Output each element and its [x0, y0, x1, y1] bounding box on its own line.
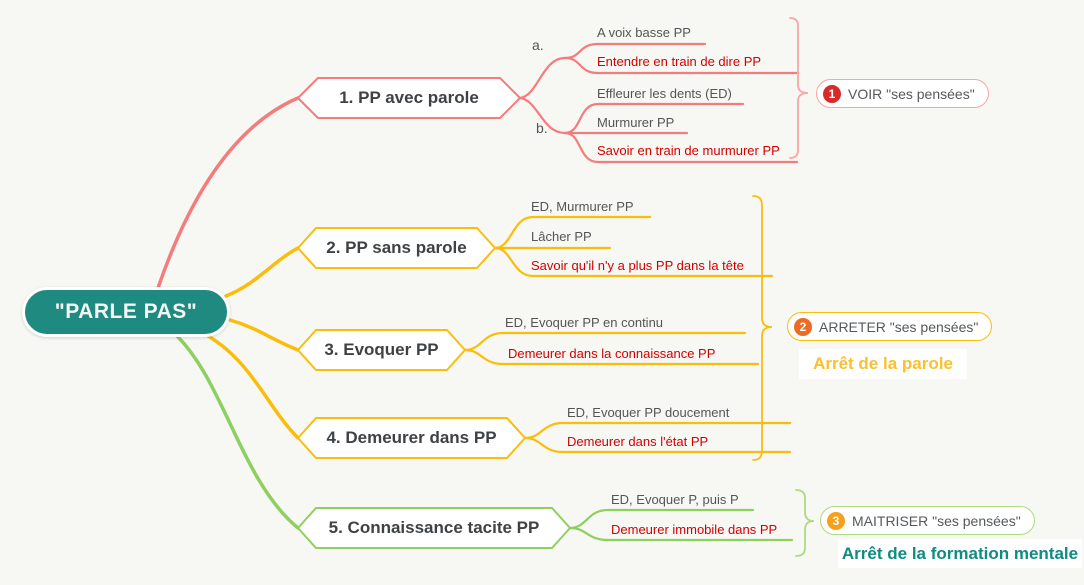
branch5-node[interactable]: 5. Connaissance tacite PP: [298, 508, 570, 548]
topic-node-shapes: [297, 77, 571, 549]
branch1-node-label: 1. PP avec parole: [339, 88, 479, 107]
leaf-demeurer-etat[interactable]: Demeurer dans l'état PP: [567, 434, 709, 449]
connector-root-branch3: [228, 318, 300, 352]
summary1-badge-icon: 1: [823, 84, 841, 103]
leaf-demeurer-connaissance[interactable]: Demeurer dans la connaissance PP: [508, 346, 716, 361]
root-node[interactable]: "PARLE PAS": [22, 287, 230, 337]
underline-branch5-leaf2: [568, 526, 794, 542]
branch4-node-label: 4. Demeurer dans PP: [326, 428, 497, 447]
connector-root-branch4: [206, 334, 300, 440]
underline-leaf-b3: [563, 131, 799, 164]
summary2-text: ARRETER "ses pensées": [819, 318, 979, 335]
underline-branch3-leaf2: [463, 348, 760, 366]
connector-branch1-group-b: [518, 96, 567, 135]
brace-summary1: [789, 17, 809, 159]
leaf-lacher-pp[interactable]: Lâcher PP: [531, 229, 592, 244]
underline-branch4-leaf2: [523, 436, 792, 454]
leaf-entendre-dire[interactable]: Entendre en train de dire PP: [597, 54, 762, 69]
leaf-evoquer-p-puis-p[interactable]: ED, Evoquer P, puis P: [611, 492, 739, 507]
leaf-savoir-plus-pp[interactable]: Savoir qu'il n'y a plus PP dans la tête: [531, 258, 744, 273]
leaf-ed-murmurer[interactable]: ED, Murmurer PP: [531, 199, 634, 214]
branch4-leaf-connectors: [523, 421, 792, 454]
summary3-text: MAITRISER "ses pensées": [852, 512, 1021, 529]
leaf-evoquer-continu[interactable]: ED, Evoquer PP en continu: [505, 315, 664, 330]
summary-braces: [752, 17, 815, 557]
underline-leaf-a2: [563, 56, 799, 75]
branch3-leaf-connectors: [463, 331, 760, 366]
summary2-pill[interactable]: 2 ARRETER "ses pensées": [787, 312, 993, 341]
summary3-pill[interactable]: 3 MAITRISER "ses pensées": [820, 506, 1035, 535]
branch3-node[interactable]: 3. Evoquer PP: [298, 330, 465, 370]
branch1-group-a-label[interactable]: a.: [532, 37, 544, 53]
brace-summary3: [795, 489, 815, 557]
connector-root-branch2: [224, 246, 300, 298]
connector-root-branch5: [176, 335, 300, 530]
branch2-leaf-connectors: [493, 215, 774, 278]
root-node-label: "PARLE PAS": [54, 300, 198, 323]
leaf-demeurer-immobile[interactable]: Demeurer immobile dans PP: [611, 522, 778, 537]
brace-summary2: [752, 195, 773, 461]
leaf-effleurer-dents[interactable]: Effleurer les dents (ED): [597, 86, 732, 101]
branch1-leaf-connectors: [518, 42, 799, 164]
branch1-group-b-label[interactable]: b.: [536, 120, 548, 136]
branch1-node[interactable]: 1. PP avec parole: [298, 78, 520, 118]
summary2-caption[interactable]: Arrêt de la parole: [799, 349, 967, 379]
branch3-node-label: 3. Evoquer PP: [324, 340, 439, 359]
summary1-text: VOIR "ses pensées": [848, 85, 975, 102]
summary1-pill[interactable]: 1 VOIR "ses pensées": [816, 79, 989, 108]
leaf-a-voix-basse[interactable]: A voix basse PP: [597, 25, 691, 40]
branch5-leaf-connectors: [568, 508, 794, 542]
leaf-evoquer-doucement[interactable]: ED, Evoquer PP doucement: [567, 405, 730, 420]
leaf-murmurer-pp[interactable]: Murmurer PP: [597, 115, 675, 130]
branch4-node[interactable]: 4. Demeurer dans PP: [298, 418, 525, 458]
root-branch-connectors: [156, 96, 300, 530]
branch2-node[interactable]: 2. PP sans parole: [298, 228, 495, 268]
summary3-badge-icon: 3: [827, 511, 845, 530]
branch5-node-label: 5. Connaissance tacite PP: [328, 518, 540, 537]
underline-branch2-leaf3: [493, 246, 774, 278]
summary2-badge-icon: 2: [794, 317, 812, 336]
branch2-node-label: 2. PP sans parole: [326, 238, 467, 257]
summary3-caption[interactable]: Arrêt de la formation mentale: [838, 539, 1082, 568]
connector-branch1-group-a: [518, 56, 567, 100]
leaf-savoir-murmurer[interactable]: Savoir en train de murmurer PP: [597, 143, 780, 158]
connector-root-branch1: [156, 96, 300, 290]
